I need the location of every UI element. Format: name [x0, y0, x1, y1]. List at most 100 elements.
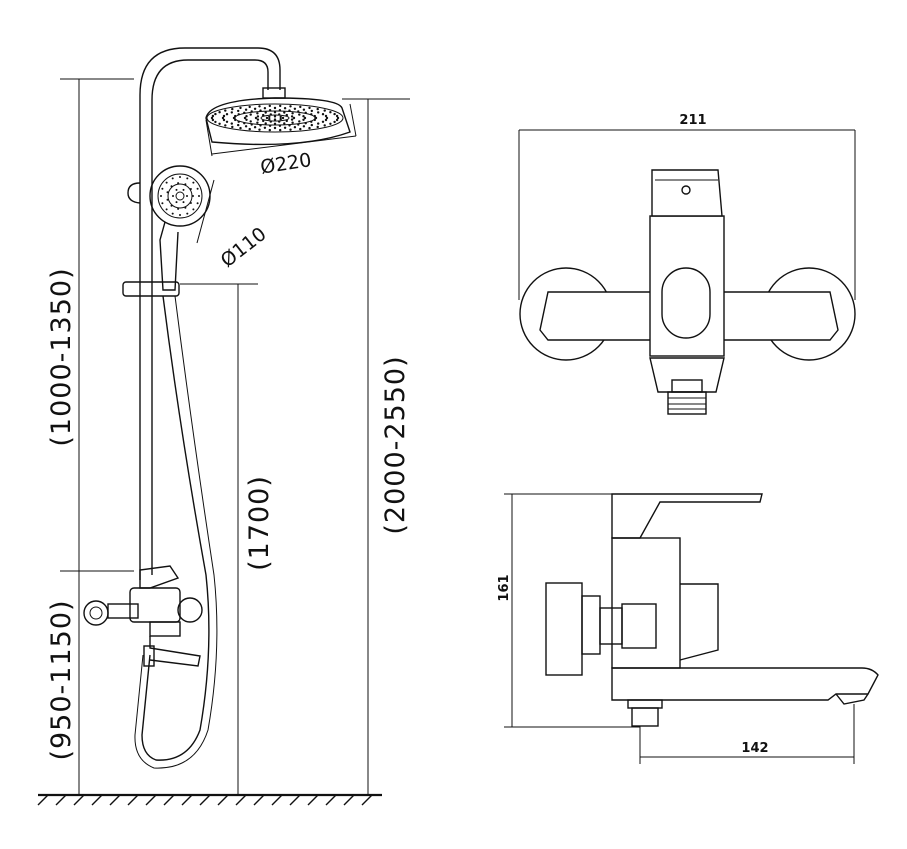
nozzle-dot	[265, 116, 269, 120]
side-handle	[611, 493, 763, 539]
riser-top-arm-inner	[151, 59, 269, 101]
nozzle-dot	[279, 128, 282, 132]
nozzle-dot	[291, 121, 294, 124]
nozzle-dot	[263, 107, 267, 110]
nozzle-dot	[310, 123, 313, 127]
handshower-nozzle-dot	[189, 188, 192, 190]
handshower-nozzle-dot	[165, 208, 168, 211]
nozzle-dot	[243, 122, 246, 125]
faucet-front-view: 211	[518, 113, 856, 415]
nozzle-dot	[243, 111, 246, 115]
nozzle-dot	[273, 126, 277, 130]
nozzle-dot	[335, 114, 339, 118]
nozzle-dot	[268, 124, 272, 128]
nozzle-dot	[336, 116, 340, 120]
handshower-nozzle-dot	[166, 198, 169, 201]
nozzle-dot	[298, 113, 301, 116]
nozzle-dot	[313, 114, 316, 118]
total-height-range-label: (2000-2550)	[380, 355, 411, 534]
nozzle-dot	[297, 110, 300, 113]
nozzle-dot	[335, 118, 339, 122]
nozzle-dot	[273, 122, 277, 126]
nozzle-dot	[250, 110, 253, 113]
nozzle-dot	[310, 109, 313, 113]
nozzle-dot	[324, 118, 328, 122]
handshower-nozzle-dot	[184, 183, 187, 186]
nozzle-dot	[249, 120, 252, 123]
nozzle-dot	[262, 119, 265, 123]
nozzle-dot	[268, 104, 271, 108]
nozzle-dot	[278, 120, 281, 123]
nozzle-dot	[290, 118, 294, 121]
nozzle-dot	[288, 124, 291, 127]
nozzle-dot	[243, 116, 247, 120]
handle-lever	[651, 169, 723, 217]
handshower-nozzle-dot	[170, 204, 173, 207]
handshower-nozzle-dot	[161, 187, 164, 190]
nozzle-dot	[259, 109, 262, 112]
nozzle-dot	[221, 116, 225, 120]
nozzle-dot	[268, 117, 271, 121]
nozzle-dot	[256, 112, 259, 115]
nozzle-dot	[285, 113, 288, 117]
nozzle-dot	[310, 120, 313, 123]
handshower-nozzle-dot	[192, 208, 195, 211]
diverter-body	[649, 357, 725, 393]
nozzle-dot	[321, 113, 325, 116]
nozzle-dot	[289, 128, 292, 131]
nozzle-dot	[256, 118, 260, 121]
nozzle-dot	[278, 124, 282, 128]
nozzle-dot	[329, 122, 332, 126]
nozzle-dot	[304, 111, 307, 115]
nozzle-dot	[323, 124, 326, 127]
faucet-side-view: 161 142	[497, 493, 879, 764]
nozzle-dot	[268, 115, 271, 119]
handshower-diameter-label: Ø110	[217, 223, 271, 272]
nozzle-dot	[256, 115, 260, 118]
nozzle-dot	[302, 108, 306, 111]
ground-hatching	[37, 794, 373, 806]
nozzle-dot	[237, 123, 240, 127]
handshower-nozzle-dot	[196, 202, 199, 205]
nozzle-dot	[218, 111, 221, 114]
handshower-nozzle-dot	[175, 188, 178, 191]
nozzle-dot	[234, 118, 237, 122]
nozzle-dot	[222, 114, 226, 118]
side-diverter	[679, 583, 719, 661]
handshower-nozzle-dot	[160, 195, 162, 197]
nozzle-dot	[279, 117, 282, 121]
handshower-nozzle-dot	[179, 214, 181, 216]
nozzle-dot	[291, 112, 294, 115]
nozzle-dot	[245, 115, 248, 118]
handshower-dim-line	[196, 179, 215, 244]
nozzle-dot	[324, 114, 328, 118]
nozzle-dot	[231, 125, 234, 129]
nozzle-dot	[234, 114, 237, 118]
nozzle-dot	[292, 116, 296, 120]
nozzle-dot	[253, 107, 257, 111]
nozzle-dot	[316, 125, 319, 129]
slider-clamp	[122, 281, 180, 297]
nozzle-dot	[293, 107, 297, 111]
cartridge-oval	[661, 267, 711, 339]
faucet-width-label: 211	[679, 113, 706, 128]
nozzle-dot	[317, 122, 320, 125]
nozzle-dot	[283, 111, 286, 114]
nozzle-dot	[258, 128, 261, 131]
nozzle-dot	[273, 118, 277, 121]
head-connector	[262, 87, 286, 99]
handshower-nozzle-dot	[170, 185, 173, 188]
nozzle-dot	[302, 125, 306, 128]
handshower-nozzle-dot	[182, 201, 185, 204]
nozzle-dot	[304, 122, 307, 125]
riser-top-arm	[139, 47, 281, 96]
handshower-nozzle-dot	[165, 181, 168, 184]
nozzle-dot	[283, 107, 287, 110]
handshower-nozzle-dot	[175, 201, 178, 204]
nozzle-dot	[231, 107, 234, 111]
side-escutcheon	[545, 582, 583, 676]
nozzle-dot	[279, 104, 282, 108]
nozzle-dot	[268, 128, 271, 132]
handshower-nozzle-dot	[184, 206, 187, 209]
nozzle-dot	[256, 121, 259, 124]
